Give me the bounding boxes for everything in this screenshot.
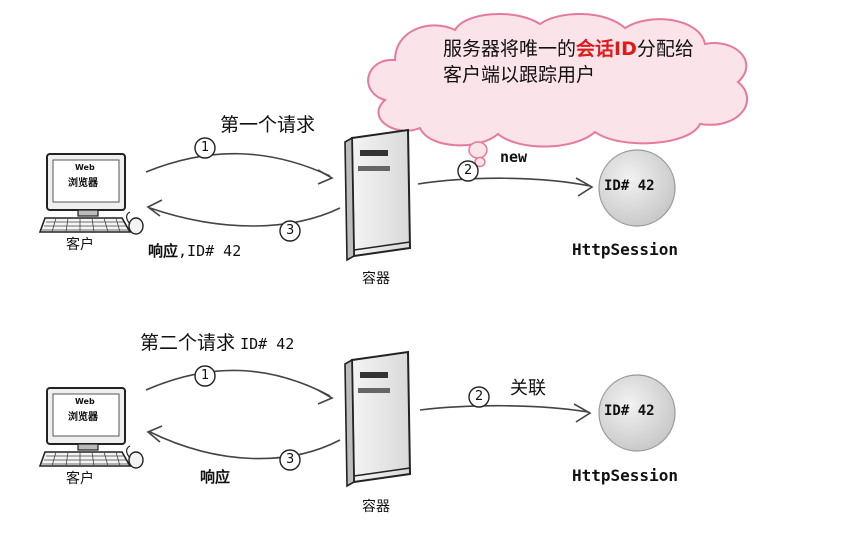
response-label-top: 响应,ID# 42 bbox=[148, 240, 241, 261]
second-request-id: ID# 42 bbox=[240, 335, 295, 353]
arrow-response-bottom bbox=[146, 425, 341, 460]
step-1-label-bottom: 1 bbox=[201, 368, 210, 383]
httpsession-label-bottom: HttpSession bbox=[572, 466, 678, 485]
client-screen-line2-top: 浏览器 bbox=[68, 178, 98, 189]
client-computer-top bbox=[38, 153, 144, 235]
new-label: new bbox=[500, 148, 528, 166]
arrow-request-bottom bbox=[145, 369, 334, 405]
cloud-text-before: 服务器将唯一的 bbox=[443, 38, 577, 60]
cloud-tail-bubble-small bbox=[474, 156, 486, 168]
step-3-label-bottom: 3 bbox=[286, 452, 295, 467]
second-request-label: 第二个请求 ID# 42 bbox=[140, 328, 294, 355]
container-label-bottom: 容器 bbox=[362, 499, 390, 515]
step-3-circle-bottom bbox=[279, 449, 301, 471]
first-request-label: 第一个请求 bbox=[220, 114, 316, 136]
session-circle-bottom bbox=[598, 374, 676, 452]
server-top bbox=[344, 128, 412, 262]
step-3-label-top: 3 bbox=[286, 223, 295, 238]
step-2-label-bottom: 2 bbox=[475, 389, 484, 404]
step-1-circle-top bbox=[194, 137, 216, 159]
step-1-label-top: 1 bbox=[201, 140, 210, 155]
step-2-label-top: 2 bbox=[464, 163, 473, 178]
arrow-request-top bbox=[145, 152, 334, 185]
cloud-message: 服务器将唯一的会话ID分配给客户端以跟踪用户 bbox=[443, 36, 708, 88]
container-label-top: 容器 bbox=[362, 271, 390, 287]
step-2-circle-bottom bbox=[468, 386, 490, 408]
client-screen-line1-bottom: Web bbox=[75, 397, 95, 406]
client-label-top: 客户 bbox=[66, 237, 94, 253]
cloud-tail-bubble-large bbox=[468, 141, 488, 159]
second-request-text: 第二个请求 bbox=[140, 332, 236, 354]
associate-label: 关联 bbox=[510, 378, 546, 399]
httpsession-label-top: HttpSession bbox=[572, 240, 678, 259]
response-label-top-id: ,ID# 42 bbox=[178, 242, 242, 260]
session-id-bottom: ID# 42 bbox=[604, 403, 655, 419]
cloud-text-after: 分配给客户端以跟踪用户 bbox=[443, 38, 694, 86]
client-label-bottom: 客户 bbox=[66, 471, 94, 487]
client-screen-line2-bottom: 浏览器 bbox=[68, 412, 98, 423]
client-computer-bottom bbox=[38, 387, 144, 469]
step-2-circle-top bbox=[457, 160, 479, 182]
arrow-response-top bbox=[146, 199, 341, 227]
client-screen-line1-top: Web bbox=[75, 163, 95, 172]
session-circle-top bbox=[598, 149, 676, 227]
session-id-top: ID# 42 bbox=[604, 178, 655, 194]
step-1-circle-bottom bbox=[194, 365, 216, 387]
cloud-text-highlight: 会话ID bbox=[576, 38, 637, 60]
cloud-callout bbox=[367, 13, 749, 168]
response-label-bottom: 响应 bbox=[200, 468, 231, 486]
arrow-associate-session bbox=[419, 403, 592, 423]
response-label-top-bold: 响应 bbox=[148, 242, 179, 260]
server-bottom bbox=[344, 350, 412, 488]
arrow-new-session bbox=[417, 177, 594, 197]
step-3-circle-top bbox=[279, 220, 301, 242]
